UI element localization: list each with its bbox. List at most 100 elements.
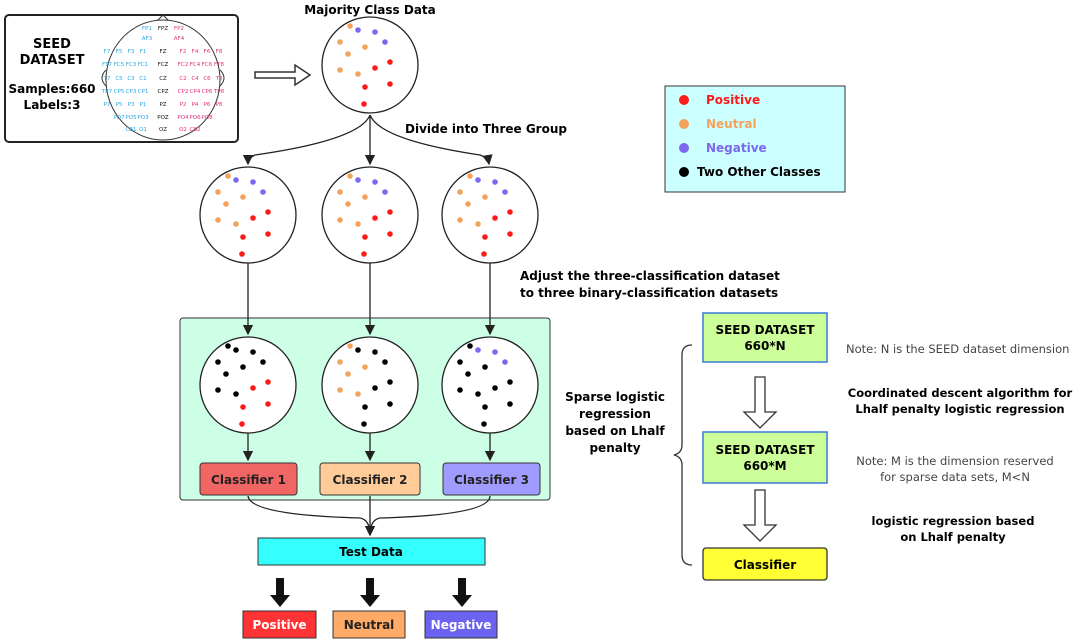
data-point bbox=[337, 217, 343, 223]
hollow-down-arrow-icon bbox=[742, 376, 778, 429]
data-point bbox=[362, 404, 368, 410]
down-arrow-icon bbox=[452, 578, 472, 607]
data-point bbox=[223, 371, 229, 377]
classifier-label: Classifier 1 bbox=[211, 473, 286, 487]
data-point bbox=[233, 391, 239, 397]
group-circle bbox=[321, 166, 419, 264]
electrode-label: FP1 bbox=[142, 26, 152, 32]
data-point bbox=[233, 177, 239, 183]
electrode-label: CP4 bbox=[190, 89, 201, 95]
electrode-label: C6 bbox=[203, 76, 211, 82]
output-label: Negative bbox=[431, 618, 492, 632]
data-point bbox=[387, 81, 393, 87]
data-point bbox=[457, 387, 463, 393]
data-point bbox=[507, 231, 513, 237]
data-point bbox=[387, 231, 393, 237]
electrode-label: FC1 bbox=[138, 62, 149, 68]
electrode-label: PO4 bbox=[177, 115, 189, 121]
data-point bbox=[345, 51, 351, 57]
legend-marker bbox=[679, 167, 689, 177]
electrode-label: P3 bbox=[128, 102, 135, 108]
electrode-label: T8 bbox=[215, 76, 223, 82]
sparse-label-line: Sparse logistic bbox=[565, 390, 665, 404]
electrode-label: CP2 bbox=[178, 89, 189, 95]
data-point bbox=[362, 364, 368, 370]
legend-label: Positive bbox=[706, 93, 760, 107]
electrode-label: OZ bbox=[159, 127, 167, 133]
data-point bbox=[225, 343, 231, 349]
data-point bbox=[475, 177, 481, 183]
data-point bbox=[467, 173, 473, 179]
data-point bbox=[387, 401, 393, 407]
data-point bbox=[457, 359, 463, 365]
electrode-label: P5 bbox=[116, 102, 123, 108]
data-point bbox=[215, 387, 221, 393]
data-point bbox=[457, 217, 463, 223]
electrode-label: C4 bbox=[191, 76, 199, 82]
data-point bbox=[387, 379, 393, 385]
classifier-box bbox=[702, 547, 828, 581]
electrode-label: CP6 bbox=[202, 89, 213, 95]
output-box bbox=[332, 610, 406, 639]
seed-samples: Samples:660 bbox=[8, 82, 95, 96]
data-point bbox=[465, 201, 471, 207]
data-point bbox=[372, 179, 378, 185]
data-point bbox=[337, 387, 343, 393]
electrode-label: AF4 bbox=[174, 36, 185, 42]
data-point bbox=[355, 221, 361, 227]
data-point bbox=[482, 364, 488, 370]
data-point bbox=[372, 29, 378, 35]
electrode-label: CP3 bbox=[126, 89, 137, 95]
hollow-arrow-icon bbox=[254, 63, 312, 87]
data-point bbox=[372, 385, 378, 391]
electrode-label: C5 bbox=[115, 76, 123, 82]
data-point bbox=[457, 189, 463, 195]
data-point bbox=[233, 347, 239, 353]
electrode-label: F3 bbox=[128, 49, 135, 55]
sparse-label-line: penalty bbox=[589, 441, 640, 455]
electrode-label: CB2 bbox=[189, 127, 200, 133]
data-point bbox=[475, 347, 481, 353]
data-point bbox=[361, 101, 367, 107]
electrode-label: CP1 bbox=[138, 89, 149, 95]
electrode-label: P2 bbox=[180, 102, 187, 108]
electrode-label: FC4 bbox=[190, 62, 201, 68]
data-point bbox=[482, 234, 488, 240]
seed-title-2: DATASET bbox=[20, 53, 85, 68]
box2-line1: SEED DATASET bbox=[715, 443, 815, 457]
box1-line2: 660*N bbox=[744, 339, 785, 353]
electrode-label: CPZ bbox=[158, 89, 169, 95]
data-point bbox=[355, 391, 361, 397]
data-point bbox=[250, 349, 256, 355]
sparse-label-line: regression bbox=[579, 407, 651, 421]
electrode-label: P1 bbox=[140, 102, 147, 108]
down-arrow-icon bbox=[270, 578, 290, 607]
electrode-label: FT7 bbox=[102, 62, 112, 68]
data-point bbox=[507, 401, 513, 407]
data-point bbox=[492, 349, 498, 355]
electrode-label: PO3 bbox=[137, 115, 149, 121]
data-point bbox=[265, 231, 271, 237]
electrode-label: PO7 bbox=[113, 115, 125, 121]
box2-line2: 660*M bbox=[743, 459, 786, 473]
box1-line1: SEED DATASET bbox=[715, 323, 815, 337]
electrode-label: C2 bbox=[179, 76, 186, 82]
data-point bbox=[362, 194, 368, 200]
test-data-label: Test Data bbox=[339, 545, 403, 559]
group-circle bbox=[199, 166, 297, 264]
electrode-label: PO6 bbox=[189, 115, 201, 121]
electrode-label: PZ bbox=[159, 102, 166, 108]
classifier-label: Classifier 2 bbox=[333, 473, 408, 487]
data-point bbox=[215, 217, 221, 223]
legend-marker bbox=[679, 119, 689, 129]
data-point bbox=[362, 44, 368, 50]
group-circle bbox=[441, 166, 539, 264]
electrode-label: FPZ bbox=[158, 26, 168, 32]
data-point bbox=[372, 65, 378, 71]
data-point bbox=[223, 201, 229, 207]
electrode-label: TP8 bbox=[213, 89, 225, 95]
step2-line2: on Lhalf penalty bbox=[900, 530, 1006, 544]
electrode-label: C3 bbox=[127, 76, 135, 82]
